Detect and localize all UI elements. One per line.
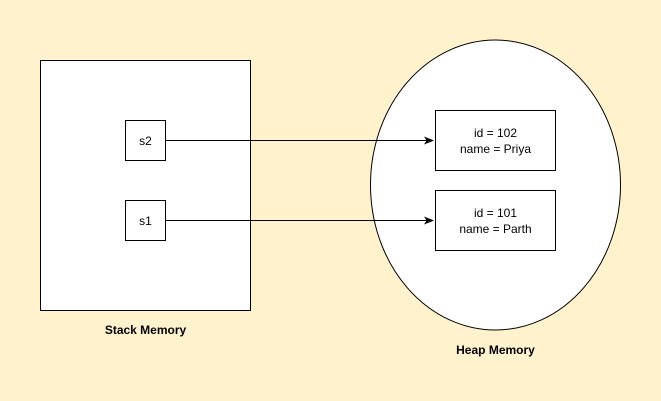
stack-ref-s2-label: s2 bbox=[139, 134, 152, 148]
heap-object-priya-box bbox=[435, 110, 556, 171]
stack-ref-s1-label: s1 bbox=[139, 214, 152, 228]
heap-memory-caption: Heap Memory bbox=[456, 343, 535, 357]
heap-memory-ellipse bbox=[370, 39, 621, 331]
stack-memory-caption: Stack Memory bbox=[105, 323, 187, 337]
heap-object-parth-box bbox=[435, 190, 556, 251]
heap-object-priya-id: id = 102 bbox=[474, 126, 517, 140]
stack-ref-s1-box bbox=[125, 200, 166, 241]
heap-object-parth-name: name = Parth bbox=[459, 222, 531, 236]
heap-object-parth-id: id = 101 bbox=[474, 206, 517, 220]
stack-ref-s2-box bbox=[125, 120, 166, 161]
stack-memory-box bbox=[40, 60, 251, 311]
heap-object-priya-name: name = Priya bbox=[460, 142, 531, 156]
